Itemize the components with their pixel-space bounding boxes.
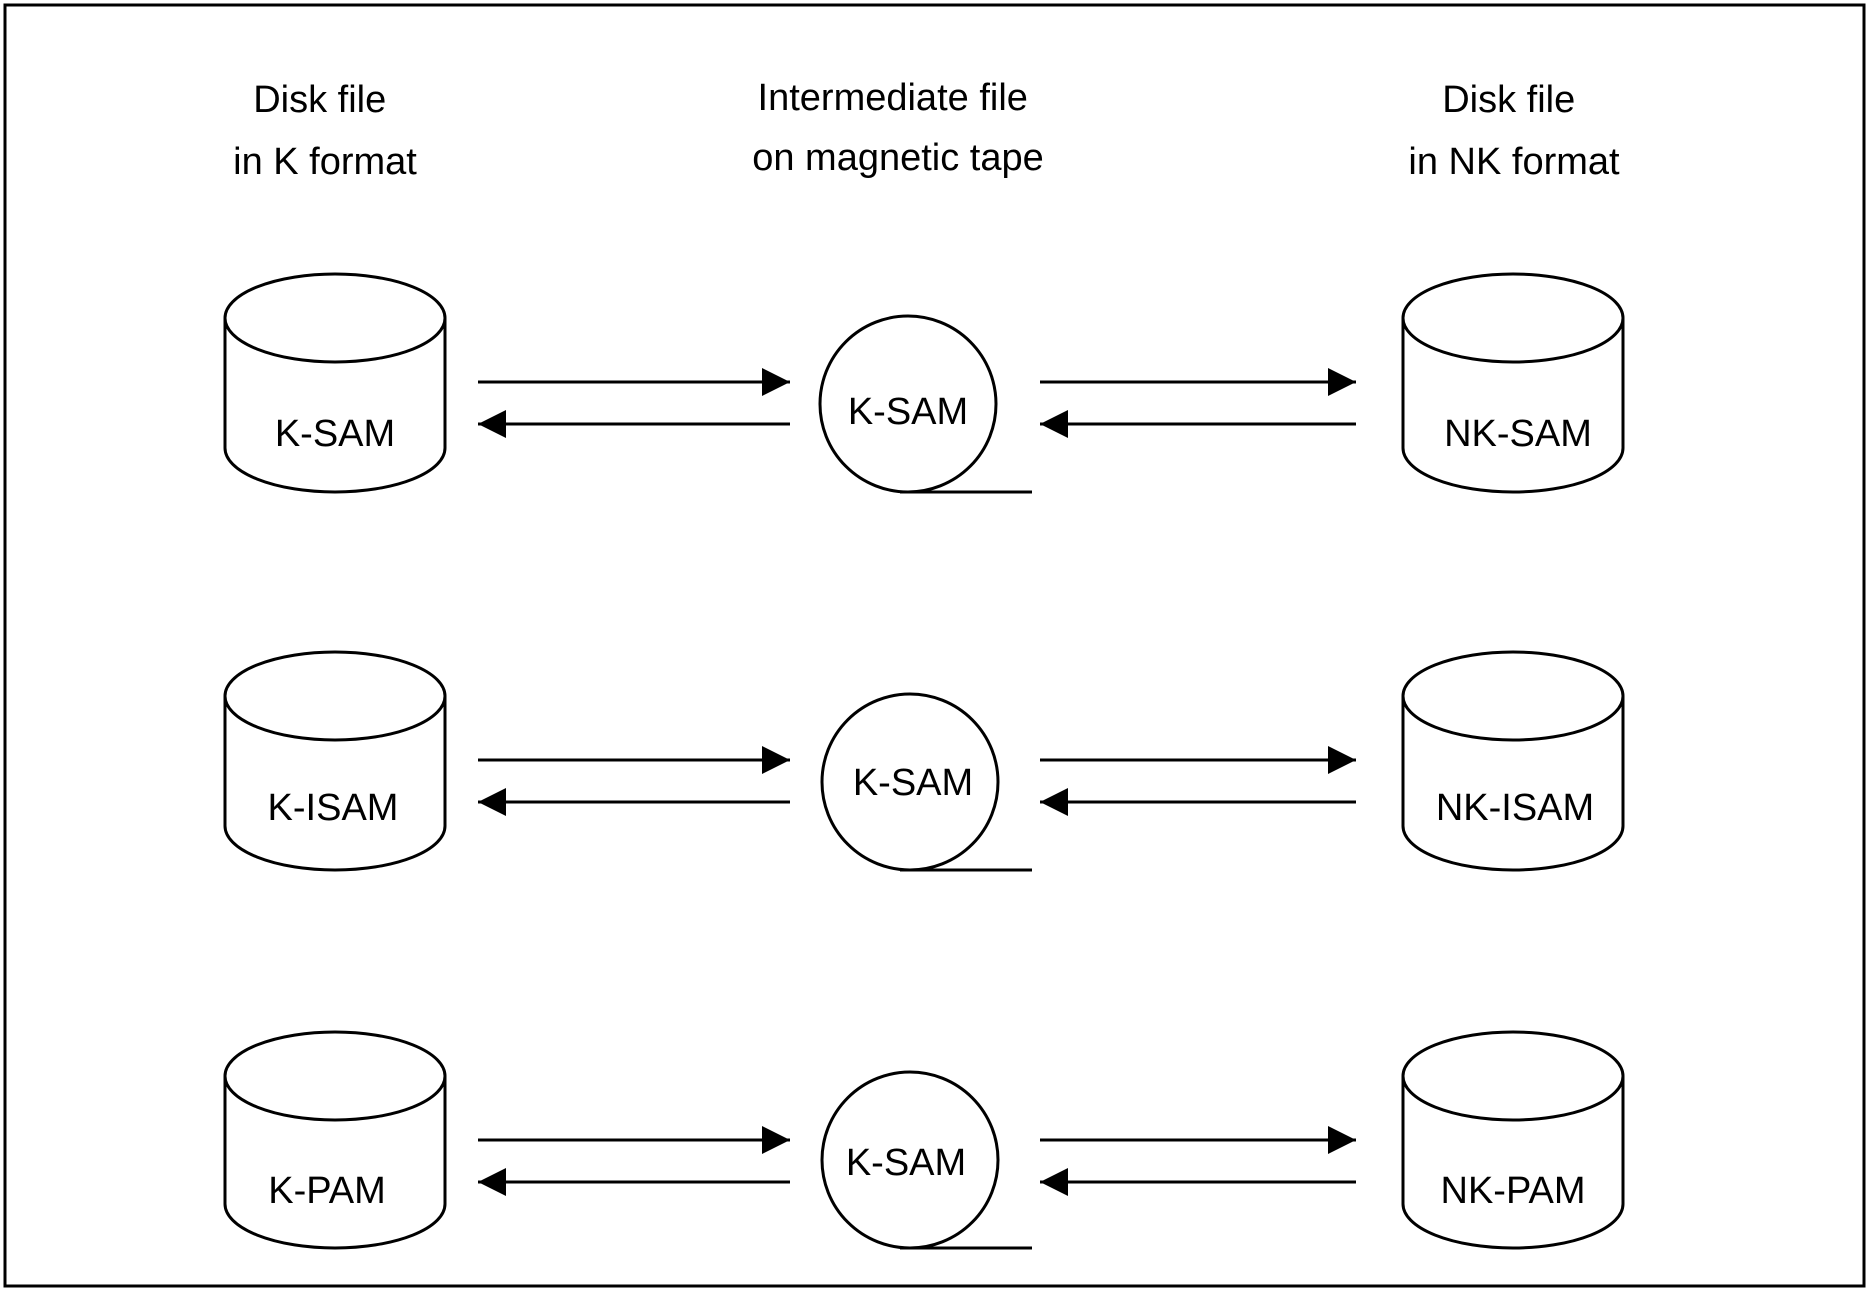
nk-disk-label: NK-SAM (1444, 413, 1592, 455)
k-disk-label: K-PAM (268, 1170, 386, 1212)
header-left: Disk file in K format (233, 79, 417, 183)
nk-disk-label: NK-ISAM (1436, 787, 1594, 829)
header-right: Disk file in NK format (1408, 79, 1620, 183)
tape-label: K-SAM (846, 1142, 966, 1184)
row-3: K-PAM K-SAM NK-PAM (223, 1030, 1625, 1250)
row-1: K-SAM K-SAM NK-SAM (223, 272, 1625, 494)
header-middle: Intermediate file on magnetic tape (752, 77, 1044, 179)
header-right-line-1: Disk file (1442, 79, 1575, 121)
nk-disk-cylinder (1401, 272, 1625, 494)
nk-disk-cylinder (1401, 1030, 1625, 1250)
header-middle-line-1: Intermediate file (758, 77, 1028, 119)
header-middle-line-2: on magnetic tape (752, 137, 1044, 179)
k-disk-cylinder (223, 1030, 447, 1250)
k-disk-label: K-ISAM (268, 787, 399, 829)
nk-disk-label: NK-PAM (1441, 1170, 1586, 1212)
k-disk-cylinder (223, 650, 447, 872)
k-disk-cylinder (223, 272, 447, 494)
header-right-line-2: in NK format (1408, 141, 1620, 183)
header-left-line-2: in K format (233, 141, 417, 183)
tape-reel (820, 1070, 1032, 1250)
tape-label: K-SAM (853, 762, 973, 804)
row-2: K-ISAM K-SAM NK-ISAM (223, 650, 1625, 872)
tape-reel (820, 692, 1032, 872)
tape-label: K-SAM (848, 391, 968, 433)
tape-reel (818, 314, 1032, 494)
k-disk-label: K-SAM (275, 413, 395, 455)
nk-disk-cylinder (1401, 650, 1625, 872)
header-left-line-1: Disk file (253, 79, 386, 121)
